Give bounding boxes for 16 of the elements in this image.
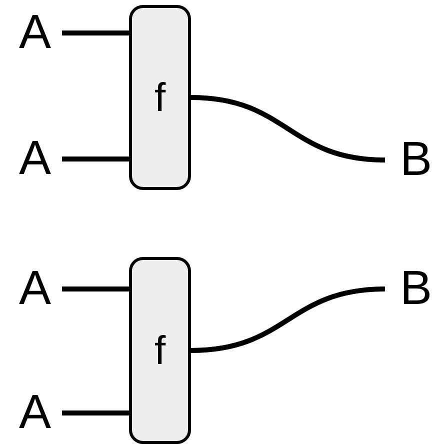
variable-label: A	[12, 12, 58, 54]
function-label: f	[154, 78, 166, 118]
variable-label: B	[393, 139, 439, 181]
function-label: f	[154, 330, 166, 370]
variable-label: A	[12, 268, 58, 310]
variable-label: B	[393, 268, 439, 310]
connector-line	[190, 286, 386, 353]
variable-label: A	[12, 138, 58, 180]
connector-line	[62, 156, 129, 162]
connector-line	[62, 286, 129, 292]
variable-label: A	[12, 392, 58, 434]
function-box	[129, 5, 191, 190]
connector-line	[190, 95, 386, 162]
function-box	[129, 257, 191, 444]
connector-line	[62, 30, 129, 36]
connector-line	[62, 410, 129, 416]
